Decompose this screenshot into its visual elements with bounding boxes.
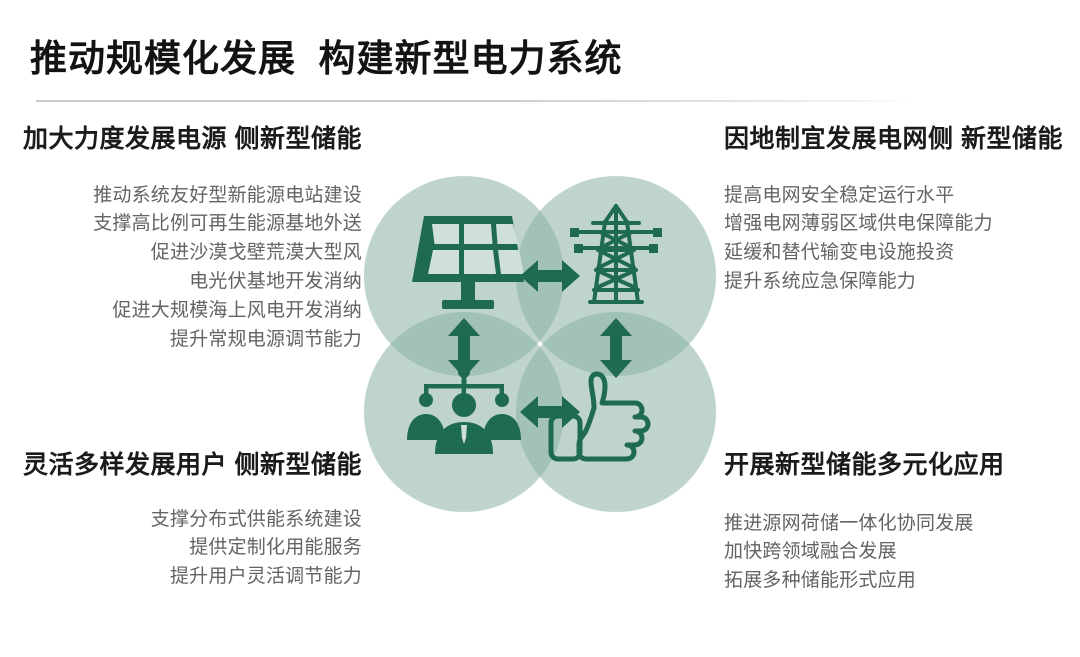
- list-item: 促进沙漠戈壁荒漠大型风: [150, 242, 362, 264]
- list-item: 加快跨领域融合发展: [724, 541, 897, 563]
- block-grid-side: 因地制宜发展电网侧 新型储能 提高电网安全稳定运行水平 增强电网薄弱区域供电保障…: [724, 122, 1064, 297]
- block-source-side: 加大力度发展电源 侧新型储能 推动系统友好型新能源电站建设 支撑高比例可再生能源…: [14, 122, 362, 355]
- thumbs-up-icon: [548, 371, 651, 462]
- list-item: 提升常规电源调节能力: [169, 328, 362, 350]
- app-circle: [516, 312, 716, 512]
- page-title: 推动规模化发展 构建新型电力系统: [30, 38, 623, 79]
- block-grid-side-lines: 提高电网安全稳定运行水平 增强电网薄弱区域供电保障能力 延缓和替代输变电设施投资…: [724, 182, 1064, 298]
- block-applications: 开展新型储能多元化应用 推进源网荷储一体化协同发展 加快跨领域融合发展 拓展多种…: [724, 448, 1064, 596]
- block-user-side-lines: 支撑分布式供能系统建设 提供定制化用能服务 提升用户灵活调节能力: [14, 506, 362, 593]
- title-divider: [36, 100, 916, 102]
- transmission-tower-insulators: [570, 228, 662, 253]
- block-source-side-lines: 推动系统友好型新能源电站建设 支撑高比例可再生能源基地外送 促进沙漠戈壁荒漠大型…: [14, 182, 362, 355]
- arrow-vertical-right: [600, 318, 632, 378]
- block-applications-lines: 推进源网荷储一体化协同发展 加快跨领域融合发展 拓展多种储能形式应用: [724, 510, 1064, 597]
- list-item: 提升系统应急保障能力: [724, 271, 917, 293]
- list-item: 推动系统友好型新能源电站建设: [93, 184, 362, 206]
- list-item: 延缓和替代输变电设施投资: [724, 242, 955, 264]
- arrow-vertical-left: [448, 318, 480, 378]
- block-source-side-heading: 加大力度发展电源 侧新型储能: [23, 125, 362, 153]
- venn-circles: [364, 176, 716, 512]
- list-item: 促进大规模海上风电开发消纳: [112, 300, 362, 321]
- list-item: 增强电网薄弱区域供电保障能力: [724, 213, 993, 235]
- list-item: 推进源网荷储一体化协同发展: [724, 512, 974, 534]
- list-item: 电光伏基地开发消纳: [189, 271, 362, 293]
- list-item: 提升用户灵活调节能力: [169, 566, 362, 588]
- list-item: 支撑分布式供能系统建设: [150, 508, 362, 530]
- list-item: 拓展多种储能形式应用: [724, 570, 917, 592]
- arrow-horizontal-top: [520, 260, 580, 292]
- block-grid-side-heading: 因地制宜发展电网侧 新型储能: [724, 125, 1063, 153]
- block-user-side-heading: 灵活多样发展用户 侧新型储能: [23, 451, 362, 479]
- solar-panel-icon: [412, 216, 524, 309]
- list-item: 支撑高比例可再生能源基地外送: [93, 213, 362, 235]
- block-user-side: 灵活多样发展用户 侧新型储能 支撑分布式供能系统建设 提供定制化用能服务 提升用…: [14, 448, 362, 592]
- list-item: 提供定制化用能服务: [189, 537, 362, 559]
- venn-diagram: [362, 176, 718, 512]
- transmission-tower-icon: [573, 204, 659, 304]
- block-applications-heading: 开展新型储能多元化应用: [724, 451, 1005, 479]
- arrow-horizontal-bottom: [520, 396, 580, 428]
- user-group-icon: [407, 366, 521, 454]
- list-item: 提高电网安全稳定运行水平: [724, 184, 955, 206]
